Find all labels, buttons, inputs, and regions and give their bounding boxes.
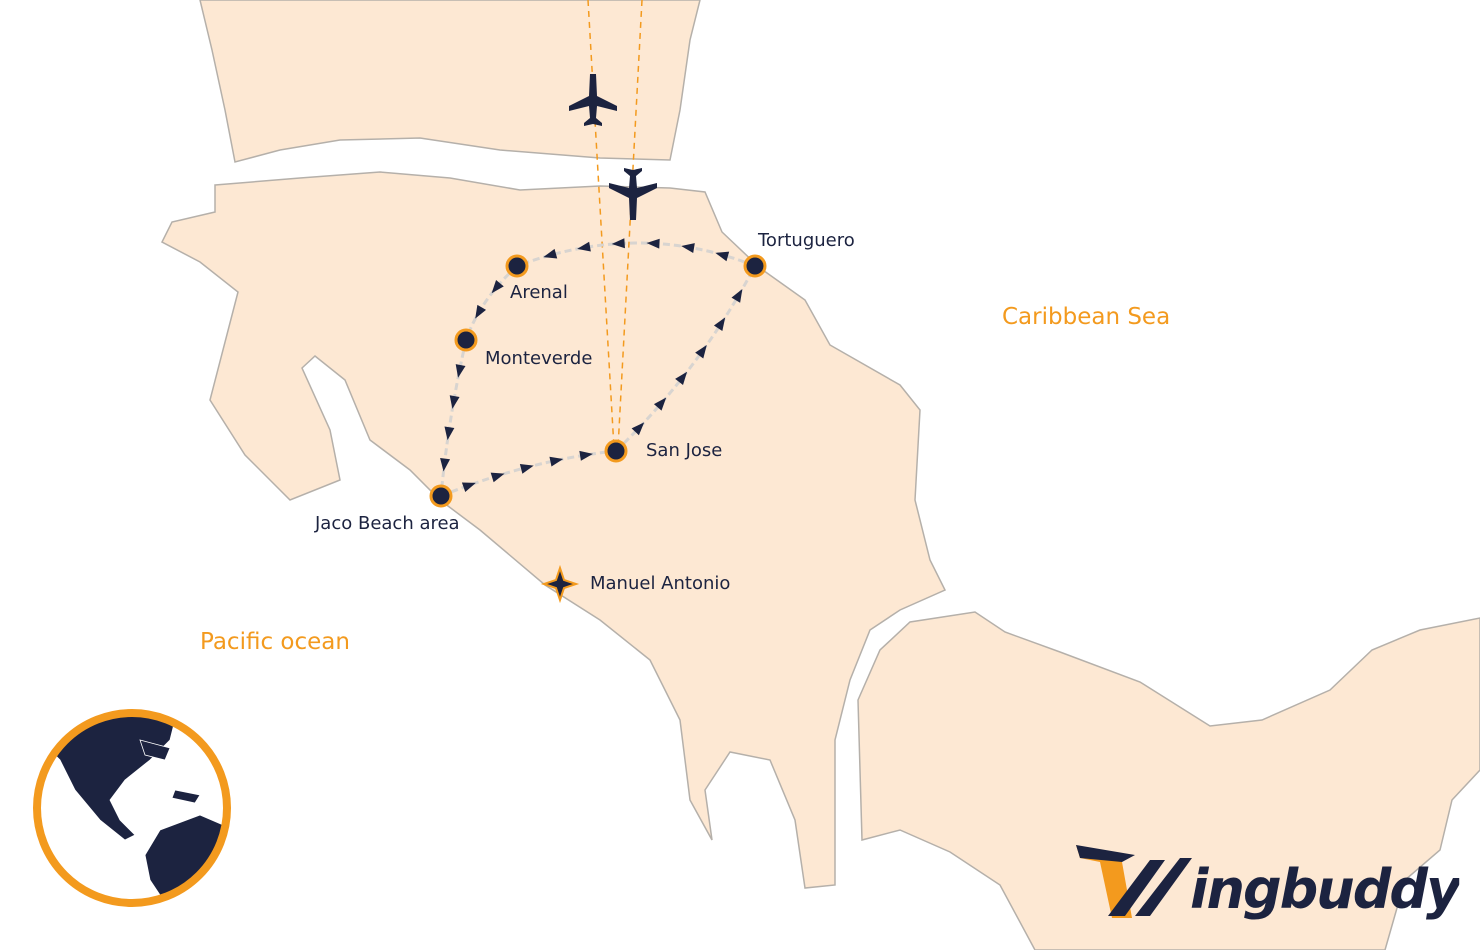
route-arrow-icon xyxy=(715,251,730,262)
wingbuddy-logo-text: ingbuddy xyxy=(1190,858,1460,921)
route-arrow-icon xyxy=(577,241,591,252)
sea-label-caribbean: Caribbean Sea xyxy=(1002,304,1171,330)
route-arrow-icon xyxy=(611,238,625,249)
stop-label-monteverde: Monteverde xyxy=(485,348,593,369)
route-arrow-icon xyxy=(444,426,455,441)
route-arrow-icon xyxy=(681,243,695,254)
airplane-icon xyxy=(569,74,617,126)
airplane-icon xyxy=(609,168,657,220)
land-north xyxy=(199,0,701,163)
route-arrow-icon xyxy=(490,472,505,483)
route-arrow-icon xyxy=(675,371,688,386)
stop-marker-monteverde[interactable] xyxy=(454,328,478,352)
stop-marker-jaco[interactable] xyxy=(429,484,453,508)
wingbuddy-logo-mark xyxy=(1076,845,1192,918)
route-arrow-icon xyxy=(440,458,451,472)
sea-label-pacific: Pacific ocean xyxy=(200,629,350,655)
stop-marker-san-jose[interactable] xyxy=(604,439,628,463)
land-panama xyxy=(857,611,1480,950)
route-arrow-icon xyxy=(449,395,460,409)
route-arrow-icon xyxy=(491,280,504,294)
route-arrow-icon xyxy=(646,238,660,249)
route-arrow-icon xyxy=(519,464,534,474)
route-monteverde-jaco xyxy=(439,339,468,497)
star-icon[interactable] xyxy=(540,564,580,604)
stop-label-san-jose: San Jose xyxy=(646,440,723,461)
flight-lines xyxy=(587,0,643,449)
route-arrow-icon xyxy=(549,456,564,467)
route-arrow-icon xyxy=(461,482,476,492)
route-arrow-icon xyxy=(455,364,466,378)
route-arrow-icon xyxy=(475,304,487,319)
land-costa-rica xyxy=(161,171,947,889)
stop-label-jaco: Jaco Beach area xyxy=(315,513,460,534)
route-arrow-icon xyxy=(731,288,743,303)
route-arrow-icon xyxy=(579,450,593,461)
route-arrow-icon xyxy=(695,344,707,359)
stop-label-arenal: Arenal xyxy=(510,282,568,303)
route-arrow-icon xyxy=(631,422,645,436)
stop-marker-arenal[interactable] xyxy=(505,254,529,278)
highlight-label-manuel-antonio: Manuel Antonio xyxy=(590,573,731,594)
globe-inset xyxy=(33,709,231,907)
route-arrow-icon xyxy=(653,397,667,411)
route-arrow-icon xyxy=(713,317,726,331)
stop-marker-tortuguero[interactable] xyxy=(743,254,767,278)
route-arrow-icon xyxy=(543,248,558,259)
stop-label-tortuguero: Tortuguero xyxy=(758,230,855,251)
